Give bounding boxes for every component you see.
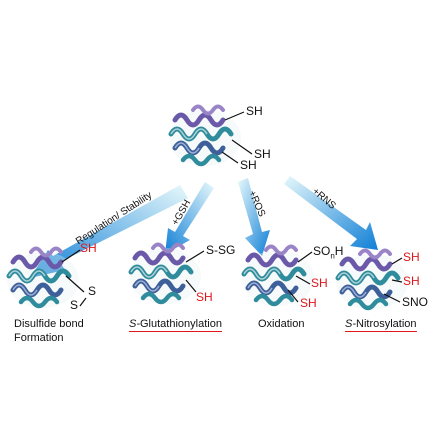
p1-caption-line2: Formation: [14, 332, 64, 344]
center-bond-3: [221, 151, 239, 164]
p1-s-upper: S: [88, 284, 97, 298]
p4-sh-2: SH: [403, 274, 420, 288]
p4-caption-rest: Nitrosylation: [356, 318, 417, 330]
p2-bond-sh: [185, 279, 197, 293]
p3-sh-1: SH: [311, 276, 328, 290]
p4-sh-1: SH: [403, 250, 420, 264]
arrow-gsh: [165, 182, 214, 254]
protein-glutathionylation: [129, 245, 201, 305]
p1-sh: SH: [80, 241, 97, 255]
p1-bond-ss: [79, 297, 87, 307]
p2-caption: S-Glutathionylation: [129, 318, 222, 332]
p2-sh: SH: [196, 290, 213, 304]
arrow-rns: [284, 176, 378, 250]
p2-ssg: S-SG: [206, 243, 236, 257]
p1-caption-line1: Disulfide bond: [14, 318, 84, 330]
p2-caption-prefix: S-: [129, 318, 140, 330]
p3-bond-sh2: [287, 289, 299, 303]
p3-caption: Oxidation: [258, 318, 305, 330]
p3-son-h: SOnH: [313, 244, 343, 263]
center-sh-2: SH: [254, 147, 271, 161]
arrow-regulation: [30, 185, 188, 278]
p3-son-sub: n: [330, 251, 335, 261]
p4-sno: SNO: [402, 295, 429, 309]
p4-bond-sno: [383, 293, 401, 303]
center-bond-2: [231, 139, 253, 155]
p2-caption-rest: Glutathionylation: [140, 318, 222, 330]
center-sh-3: SH: [240, 158, 257, 172]
p3-son-base: SO: [313, 244, 331, 258]
arrow-ros: [238, 178, 270, 256]
p4-caption-prefix: S-: [345, 318, 356, 330]
p4-caption: S-Nitrosylation: [345, 318, 417, 332]
p3-son-end: H: [334, 244, 344, 258]
center-bond-1: [224, 111, 245, 121]
p4-bond-sh1: [391, 257, 403, 265]
p1-bond-sh: [61, 249, 81, 263]
p1-s-lower: S: [70, 298, 79, 312]
p2-bond-ssg: [185, 250, 205, 263]
p4-bond-sh2: [391, 279, 403, 283]
p3-bond-son: [297, 251, 313, 263]
p1-bond-s: [65, 275, 85, 293]
p3-sh-2: SH: [300, 296, 317, 310]
center-sh-1: SH: [246, 104, 263, 118]
p3-bond-sh1: [295, 275, 311, 285]
